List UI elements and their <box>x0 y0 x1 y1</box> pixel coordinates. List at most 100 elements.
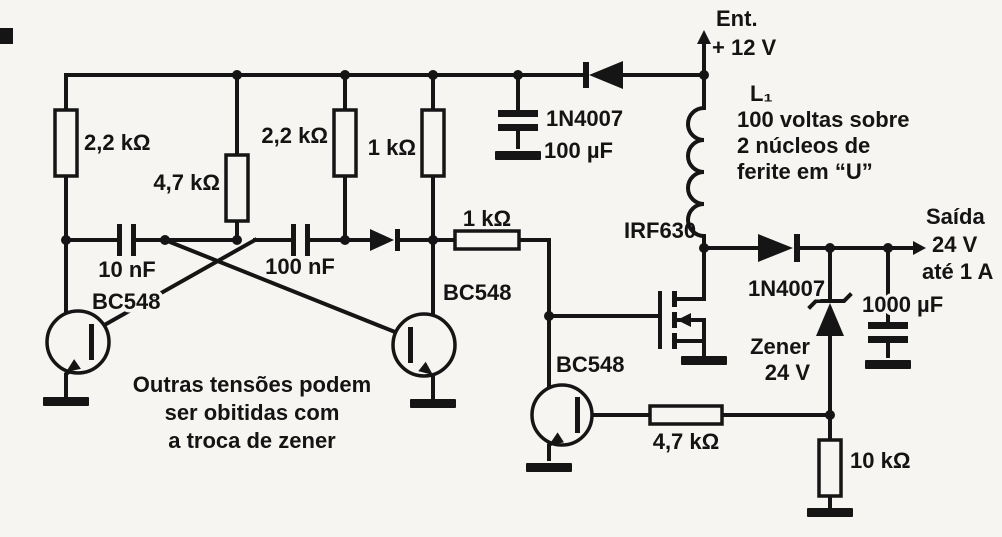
resistor-r3-label: 2,2 kΩ <box>261 123 328 148</box>
scan-artifact <box>0 28 13 44</box>
resistor-body <box>332 108 358 178</box>
transistor-q3-label: BC548 <box>556 352 624 377</box>
diode-gate-drive <box>370 229 400 251</box>
diode-d2-label: 1N4007 <box>748 276 825 301</box>
transistor-circle <box>530 383 594 447</box>
capacitor-plate <box>131 224 136 256</box>
resistor-r1-label: 2,2 kΩ <box>84 130 151 155</box>
inductor-l1 <box>686 73 706 250</box>
zener-diode <box>807 292 853 336</box>
output-arrow-icon <box>913 241 926 255</box>
mosfet-source-lead <box>675 339 706 358</box>
mosfet-channel-segment <box>672 333 677 349</box>
junction-dot <box>340 235 350 245</box>
transistor-q3 <box>530 383 594 447</box>
resistor-body <box>224 153 250 223</box>
output-current-label: até 1 A <box>922 259 993 284</box>
mosfet-channel-segment <box>672 312 677 328</box>
junction-dot <box>340 70 350 80</box>
diode-cathode-bar <box>395 229 400 251</box>
input-terminal-label: Ent. <box>716 6 758 31</box>
ground-symbols <box>43 151 911 517</box>
resistor-r5 <box>453 229 521 251</box>
mosfet-label: IRF630 <box>624 218 696 243</box>
inductor-desc-line1: 100 voltas sobre <box>737 107 909 132</box>
capacitor-c4 <box>868 322 908 343</box>
note-line2: ser obitidas com <box>165 400 340 425</box>
resistor-r3 <box>332 108 358 178</box>
input-voltage-label: + 12 V <box>712 35 777 60</box>
transistor-q2 <box>391 312 457 378</box>
zener-triangle <box>816 303 844 336</box>
resistor-r7 <box>817 438 843 498</box>
ground-symbol <box>410 399 456 408</box>
junction-dot <box>513 70 523 80</box>
resistor-r6 <box>648 404 724 426</box>
diode-d2 <box>758 234 800 262</box>
diode-cathode-bar <box>794 234 800 262</box>
capacitor-plate <box>498 124 538 131</box>
zener-cathode-bar <box>807 292 853 310</box>
capacitor-c3-label: 100 µF <box>544 138 613 163</box>
junction-dot <box>544 311 554 321</box>
ground-symbol <box>43 397 89 406</box>
capacitor-plate <box>291 224 296 256</box>
ground-symbol <box>807 508 853 517</box>
transistor-q1-label: BC548 <box>92 289 160 314</box>
ground-symbol <box>681 356 727 365</box>
inductor-desc-line2: 2 núcleos de <box>737 133 870 158</box>
inductor-coil <box>686 73 706 250</box>
output-terminal-label: Saída <box>926 204 985 229</box>
resistor-r5-label: 1 kΩ <box>463 206 511 231</box>
resistor-r4-label: 1 kΩ <box>368 135 416 160</box>
junction-dot <box>699 70 709 80</box>
capacitor-c1-label: 10 nF <box>98 257 155 282</box>
ground-symbol <box>495 151 541 160</box>
ground-symbol <box>526 463 572 472</box>
emitter-arrow <box>549 432 564 445</box>
junction-dot <box>61 235 71 245</box>
junction-dot <box>232 70 242 80</box>
junction-dot <box>825 243 835 253</box>
capacitor-plate <box>868 322 908 329</box>
mosfet-body-arrow <box>677 313 691 327</box>
resistor-r1 <box>53 108 79 178</box>
emitter-arrow <box>66 359 81 372</box>
input-arrow-icon <box>697 30 711 44</box>
diode-triangle <box>370 229 394 251</box>
resistor-r4 <box>420 108 446 178</box>
capacitor-c2 <box>291 224 310 256</box>
inductor-desc-line3: ferite em “U” <box>737 159 873 184</box>
capacitor-c3 <box>498 110 538 131</box>
capacitor-plate <box>117 224 122 256</box>
zener-voltage-label: 24 V <box>765 360 811 385</box>
transistor-base-bar <box>575 397 580 433</box>
capacitor-c2-label: 100 nF <box>265 254 335 279</box>
mosfet-drain-lead <box>675 246 706 301</box>
ground-symbol <box>865 360 911 369</box>
capacitor-plate <box>305 224 310 256</box>
resistor-body <box>453 229 521 251</box>
junction-dot <box>428 70 438 80</box>
transistor-base-bar <box>408 327 413 363</box>
diode-cathode-bar <box>583 62 589 88</box>
capacitor-plate <box>868 336 908 343</box>
transistor-q1 <box>45 309 111 375</box>
capacitor-plate <box>498 110 538 117</box>
resistor-body <box>420 108 446 178</box>
junction-dot <box>825 410 835 420</box>
diode-triangle <box>589 61 623 89</box>
transistor-q2-label: BC548 <box>443 280 511 305</box>
resistor-r6-label: 4,7 kΩ <box>653 429 720 454</box>
junction-dot <box>883 243 893 253</box>
zener-name-label: Zener <box>750 334 810 359</box>
wire <box>162 237 413 341</box>
resistor-body <box>648 404 724 426</box>
diode-d1-label: 1N4007 <box>546 106 623 131</box>
transistor-circle <box>45 309 111 375</box>
junction-dot <box>699 243 709 253</box>
junction-dots <box>61 70 893 420</box>
note-line1: Outras tensões podem <box>133 372 371 397</box>
